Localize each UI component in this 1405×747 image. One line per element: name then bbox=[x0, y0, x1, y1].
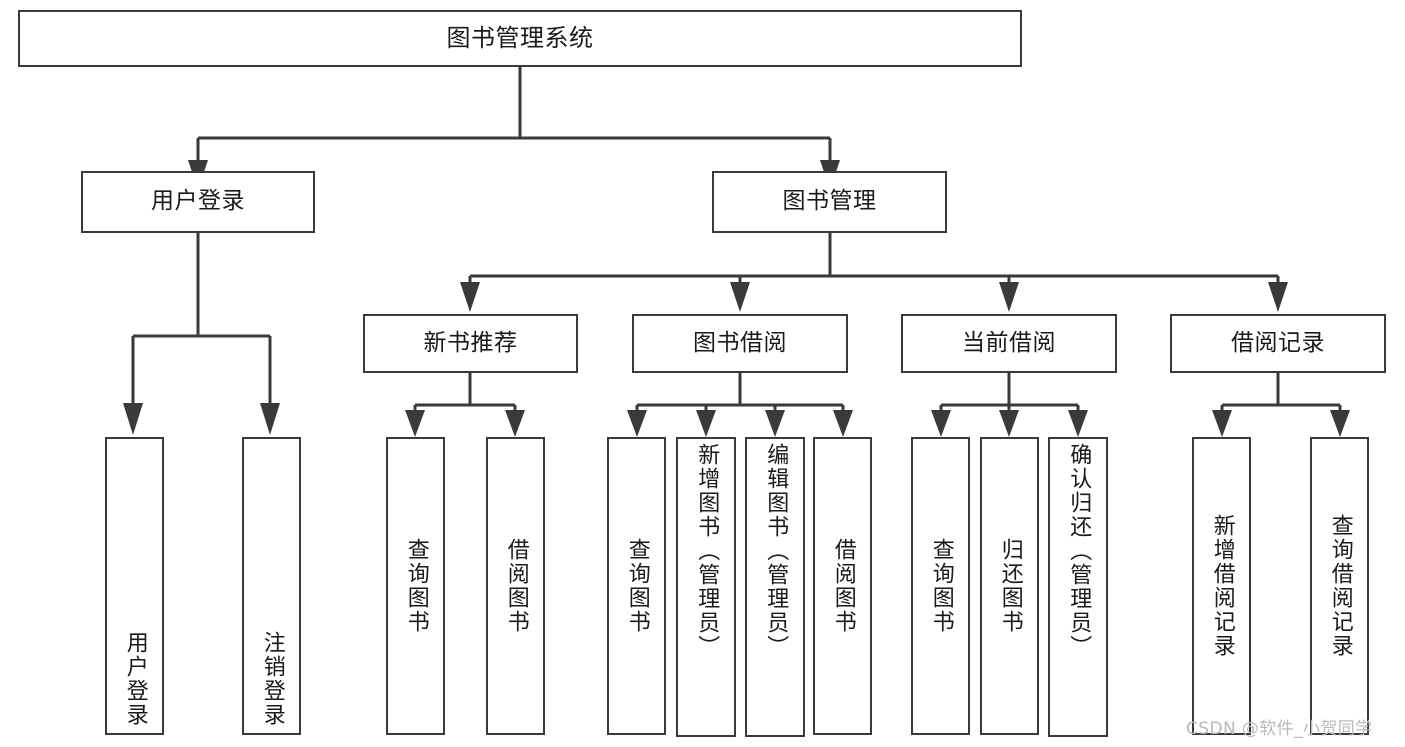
node-label: 注销登录 bbox=[259, 631, 285, 727]
node-label: 查询图书 bbox=[403, 538, 429, 634]
node-user-login[interactable]: 用户登录 bbox=[81, 171, 315, 233]
leaf-add-book-admin[interactable]: 新增图书（管理员） bbox=[676, 437, 736, 737]
node-label: 新增借阅记录 bbox=[1209, 514, 1235, 658]
node-label: 借阅记录 bbox=[1231, 329, 1325, 356]
node-label: 借阅图书 bbox=[830, 538, 856, 634]
node-new-book-recommendation[interactable]: 新书推荐 bbox=[363, 314, 578, 373]
leaf-logout[interactable]: 注销登录 bbox=[242, 437, 301, 735]
node-label: 确认归还（管理员） bbox=[1066, 443, 1092, 659]
leaf-query-book-current[interactable]: 查询图书 bbox=[911, 437, 970, 735]
leaf-return-book[interactable]: 归还图书 bbox=[980, 437, 1039, 735]
node-label: 归还图书 bbox=[997, 538, 1023, 634]
node-label: 当前借阅 bbox=[962, 329, 1056, 356]
node-label: 借阅图书 bbox=[503, 538, 529, 634]
leaf-add-borrow-record[interactable]: 新增借阅记录 bbox=[1192, 437, 1251, 735]
node-label: 用户登录 bbox=[122, 631, 148, 727]
node-label: 查询图书 bbox=[928, 538, 954, 634]
node-book-borrowing[interactable]: 图书借阅 bbox=[632, 314, 848, 373]
csdn-watermark: CSDN @软件_小贺同学 bbox=[1186, 719, 1373, 739]
node-book-management[interactable]: 图书管理 bbox=[712, 171, 947, 233]
node-borrowing-records[interactable]: 借阅记录 bbox=[1170, 314, 1386, 373]
node-label: 图书借阅 bbox=[693, 329, 787, 356]
node-label: 新增图书（管理员） bbox=[694, 443, 720, 659]
node-label: 新书推荐 bbox=[423, 329, 518, 356]
node-label: 编辑图书（管理员） bbox=[763, 443, 789, 659]
node-label: 图书管理 bbox=[782, 188, 877, 215]
leaf-edit-book-admin[interactable]: 编辑图书（管理员） bbox=[745, 437, 805, 737]
node-label: 用户登录 bbox=[151, 188, 245, 215]
node-label: 图书管理系统 bbox=[446, 24, 594, 53]
node-root-library-system[interactable]: 图书管理系统 bbox=[18, 10, 1022, 67]
leaf-query-book-borrowing[interactable]: 查询图书 bbox=[607, 437, 666, 735]
node-label: 查询图书 bbox=[624, 538, 650, 634]
leaf-borrow-book-borrowing[interactable]: 借阅图书 bbox=[813, 437, 872, 735]
leaf-query-book-recommendation[interactable]: 查询图书 bbox=[386, 437, 445, 735]
leaf-borrow-book-recommendation[interactable]: 借阅图书 bbox=[486, 437, 545, 735]
node-label: 查询借阅记录 bbox=[1327, 514, 1353, 658]
leaf-user-login[interactable]: 用户登录 bbox=[105, 437, 164, 735]
node-current-borrowing[interactable]: 当前借阅 bbox=[901, 314, 1117, 373]
leaf-confirm-return-admin[interactable]: 确认归还（管理员） bbox=[1048, 437, 1108, 737]
leaf-query-borrow-record[interactable]: 查询借阅记录 bbox=[1310, 437, 1369, 735]
